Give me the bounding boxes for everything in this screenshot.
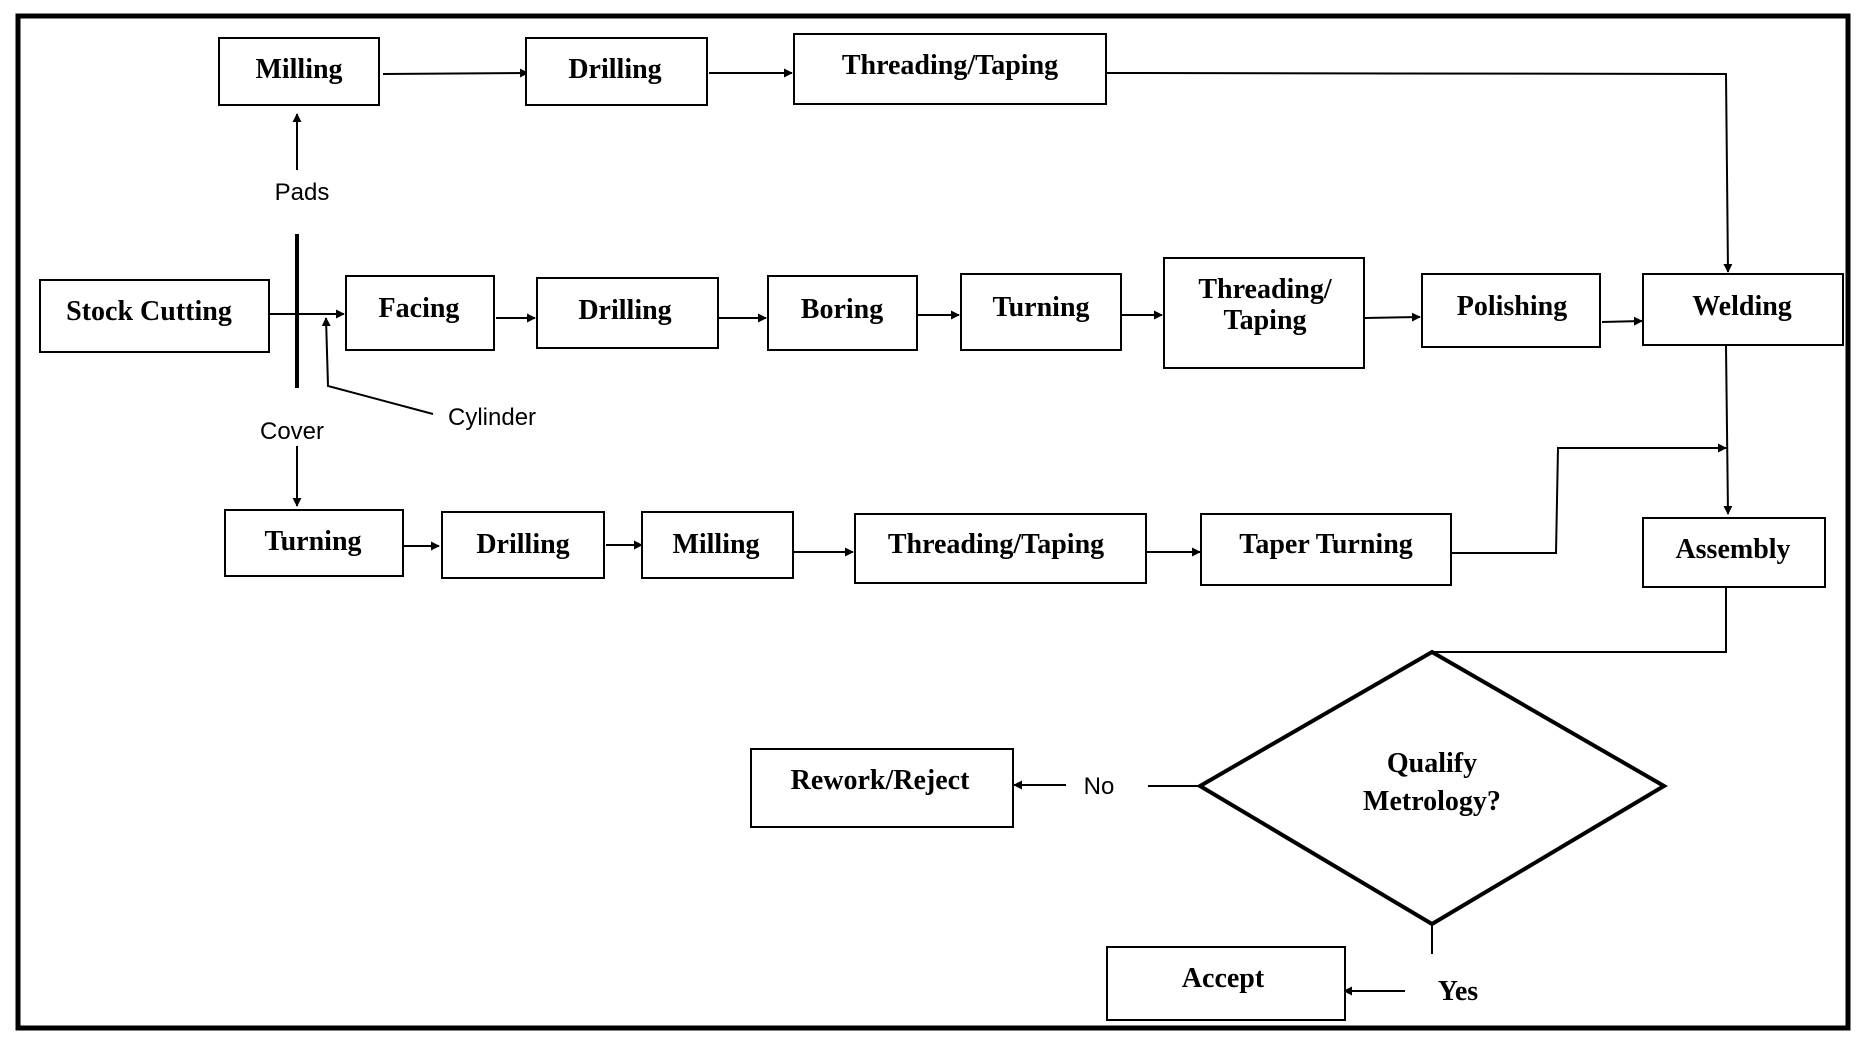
node-milling-bot <box>641 511 794 579</box>
label-turning-bot: Turning <box>264 526 361 557</box>
node-boring <box>767 275 918 351</box>
node-turning-mid <box>960 273 1122 351</box>
branch-label-no: No <box>1084 773 1115 800</box>
edge-assembly-qualify <box>1430 588 1727 653</box>
outer-frame <box>15 13 1851 1031</box>
node-labels: Stock Cutting Milling Drilling Threading… <box>66 50 1792 994</box>
label-rework-reject: Rework/Reject <box>791 765 970 796</box>
node-rework-reject <box>750 748 1014 828</box>
node-drilling-bot <box>441 511 605 579</box>
label-milling-top: Milling <box>255 54 342 85</box>
node-drilling-mid <box>536 277 719 349</box>
label-threading-mid: Threading/Taping <box>1198 274 1333 336</box>
label-turning-mid: Turning <box>992 292 1089 323</box>
node-drilling-top <box>525 37 708 106</box>
node-threading-bot <box>854 513 1147 584</box>
edge-threading-top-welding <box>1105 72 1733 273</box>
nodes <box>39 33 1844 1021</box>
edge-cylinder-pointer <box>321 317 434 415</box>
label-stock-cutting: Stock Cutting <box>66 296 232 327</box>
edges <box>270 68 1733 996</box>
edge-taper-assembly <box>1452 443 1727 554</box>
node-taper-turning <box>1200 513 1452 586</box>
node-stock-cutting <box>39 279 270 353</box>
branch-label-cylinder: Cylinder <box>448 404 536 431</box>
node-turning-bot <box>224 509 404 577</box>
branch-labels: Pads Cover Cylinder No Yes <box>260 179 1478 1007</box>
node-facing <box>345 275 495 351</box>
edge-welding-assembly <box>1723 345 1733 515</box>
node-welding <box>1642 273 1844 346</box>
node-milling-top <box>218 37 380 106</box>
edge-polishing-welding <box>1601 316 1643 326</box>
node-assembly <box>1642 517 1826 588</box>
edge-threading-polishing <box>1364 312 1421 322</box>
label-milling-bot: Milling <box>672 529 759 560</box>
node-threading-top <box>793 33 1107 105</box>
label-accept: Accept <box>1182 963 1265 994</box>
branch-label-cover: Cover <box>260 418 324 445</box>
node-threading-mid <box>1163 257 1365 369</box>
label-assembly: Assembly <box>1675 534 1790 565</box>
node-qualify-metrology <box>1196 649 1668 927</box>
label-polishing: Polishing <box>1457 291 1567 322</box>
node-accept <box>1106 946 1346 1021</box>
label-drilling-mid: Drilling <box>578 295 671 326</box>
label-threading-top: Threading/Taping <box>842 50 1058 81</box>
branch-label-yes: Yes <box>1438 976 1479 1007</box>
label-facing: Facing <box>379 293 460 324</box>
node-polishing <box>1421 273 1601 348</box>
label-drilling-top: Drilling <box>568 54 661 85</box>
branch-label-pads: Pads <box>275 179 330 206</box>
label-drilling-bot: Drilling <box>476 529 569 560</box>
label-threading-bot: Threading/Taping <box>888 529 1104 560</box>
label-taper-turning: Taper Turning <box>1239 529 1413 560</box>
label-welding: Welding <box>1692 291 1792 322</box>
edge-milling-drilling-top <box>382 68 529 78</box>
label-boring: Boring <box>801 294 883 325</box>
